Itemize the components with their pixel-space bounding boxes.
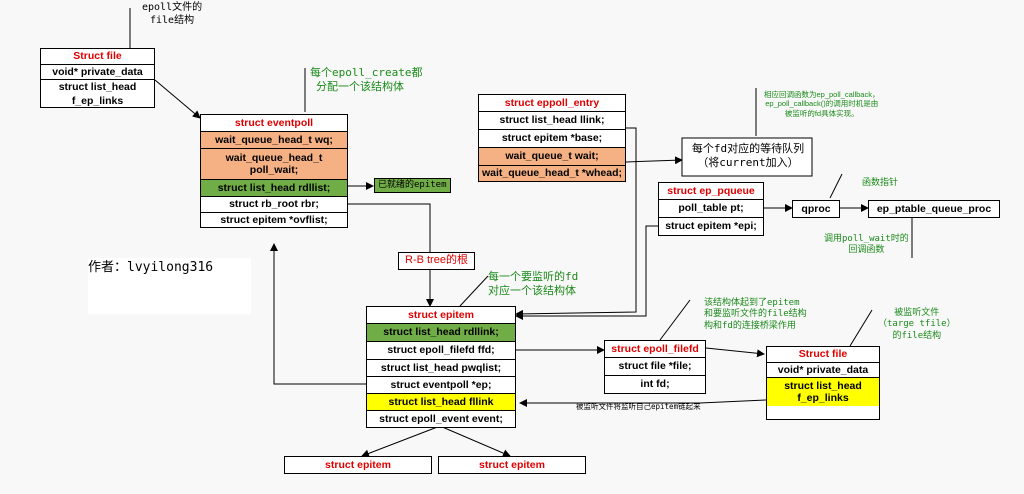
box-title: Struct file [73, 50, 122, 63]
field-file: struct file *file; [605, 357, 705, 375]
field-f-ep-links: f_ep_links [797, 392, 849, 404]
field-ovflist: struct epitem *ovflist; [201, 212, 347, 228]
eventpoll-box: struct eventpoll wait_queue_head_t wq; w… [200, 114, 348, 228]
field-private-data: void* private_data [41, 64, 154, 79]
arrow-epitem-right-child [439, 425, 511, 457]
field-list-head: struct list_head [784, 379, 862, 392]
epitem-box: struct epitem struct list_head rdllink; … [366, 306, 516, 428]
arrow-ep-to-eventpoll [270, 243, 366, 385]
box-title: Struct file [798, 348, 848, 361]
field-rdllink: struct list_head rdllink; [367, 323, 515, 341]
field-list-head: struct list_head [58, 80, 137, 93]
arrow-links-to-fllink [519, 399, 767, 407]
note-func-pointer: 函数指针 [862, 178, 899, 188]
field-fllink: struct list_head fllink [367, 393, 515, 410]
author-label: 作者：lvyilong316 [88, 260, 214, 275]
note-callback: 相应回调函数为ep_poll_callback，ep_poll_callback… [764, 90, 880, 118]
box-title: struct eventpoll [234, 116, 314, 129]
arrow-epi-to-epitem [515, 225, 658, 320]
note-rb-tree-root: R-B tree的根 [398, 252, 475, 270]
field-fd: int fd; [605, 375, 705, 393]
epoll-filefd-box: struct epoll_filefd struct file *file; i… [604, 340, 706, 394]
box-title: struct eppoll_entry [504, 96, 600, 109]
note-ready-epitem: 已就绪的epitem [374, 178, 451, 194]
field-epi: struct epitem *epi; [659, 217, 763, 235]
arrow-file-to-target [705, 347, 765, 358]
box-title: struct epoll_filefd [611, 342, 699, 355]
field-wait: wait_queue_t wait; [479, 147, 625, 165]
note-poll-wait-callback: 调用poll_wait时的回调函数 [824, 234, 909, 256]
field-event: struct epoll_event event; [367, 410, 515, 427]
eppoll-entry-box: struct eppoll_entry struct list_head lli… [478, 94, 626, 182]
callout-target-file [849, 309, 873, 347]
wait-queue-box [681, 137, 813, 177]
field-rdllist: struct list_head rdllist; [201, 179, 347, 196]
child-label: struct epitem [325, 458, 391, 471]
field-wq: wait_queue_head_t wq; [201, 131, 347, 148]
field-pt: poll_table pt; [659, 199, 763, 217]
line-rbr-root [348, 203, 431, 252]
field-whead: wait_queue_head_t *whead; [479, 165, 625, 181]
box-title: struct ep_pqueue [667, 184, 755, 197]
callout-epitem [459, 275, 489, 307]
field-private-data: void* private_data [767, 362, 879, 377]
field-ep: struct eventpoll *ep; [367, 376, 515, 393]
arrow-wait-to-queue [625, 156, 683, 165]
ep-ptable-queue-proc-box: ep_ptable_queue_proc [868, 200, 1000, 218]
field-poll-wait: poll_wait; [249, 164, 299, 176]
child-label: struct epitem [479, 458, 545, 471]
target-file-box: Struct file void* private_data struct li… [766, 346, 880, 420]
arrow-file-to-eventpoll [154, 79, 201, 119]
ep-ptable-queue-proc-label: ep_ptable_queue_proc [876, 202, 992, 215]
qproc-label: qproc [801, 202, 831, 215]
qproc-box: qproc [792, 200, 840, 218]
callout-func-pointer [829, 173, 843, 199]
arrow-epitem-left-child [361, 425, 441, 458]
ep-pqueue-box: struct ep_pqueue poll_table pt; struct e… [658, 182, 764, 236]
field-llink: struct list_head llink; [479, 111, 625, 129]
epitem-child-right: struct epitem [438, 456, 586, 474]
callout-filefd [659, 299, 691, 341]
author-panel [88, 258, 251, 314]
field-f-ep-links: f_ep_links [71, 94, 124, 107]
note-target-file: 被监听文件（targe tfile）的file结构 [878, 308, 956, 341]
note-eventpoll-per-create: 每个epoll_create都分配一个该结构体 [310, 66, 423, 93]
arrow-base-to-epitem [515, 127, 637, 318]
field-base: struct epitem *base; [479, 129, 625, 147]
epitem-child-left: struct epitem [284, 456, 432, 474]
field-pwqlist: struct list_head pwqlist; [367, 359, 515, 376]
note-fllink: 被监听文件将监听自己epitem链起来 [576, 402, 701, 411]
field-poll-wait-type: wait_queue_head_t [225, 151, 323, 164]
struct-file-box: Struct file void* private_data struct li… [40, 48, 155, 108]
field-rbr: struct rb_root rbr; [201, 196, 347, 212]
field-ffd: struct epoll_filefd ffd; [367, 341, 515, 359]
box-title: struct epitem [408, 308, 474, 321]
note-wait-queue: 每个fd对应的等待队列（将current加入） [691, 142, 805, 169]
